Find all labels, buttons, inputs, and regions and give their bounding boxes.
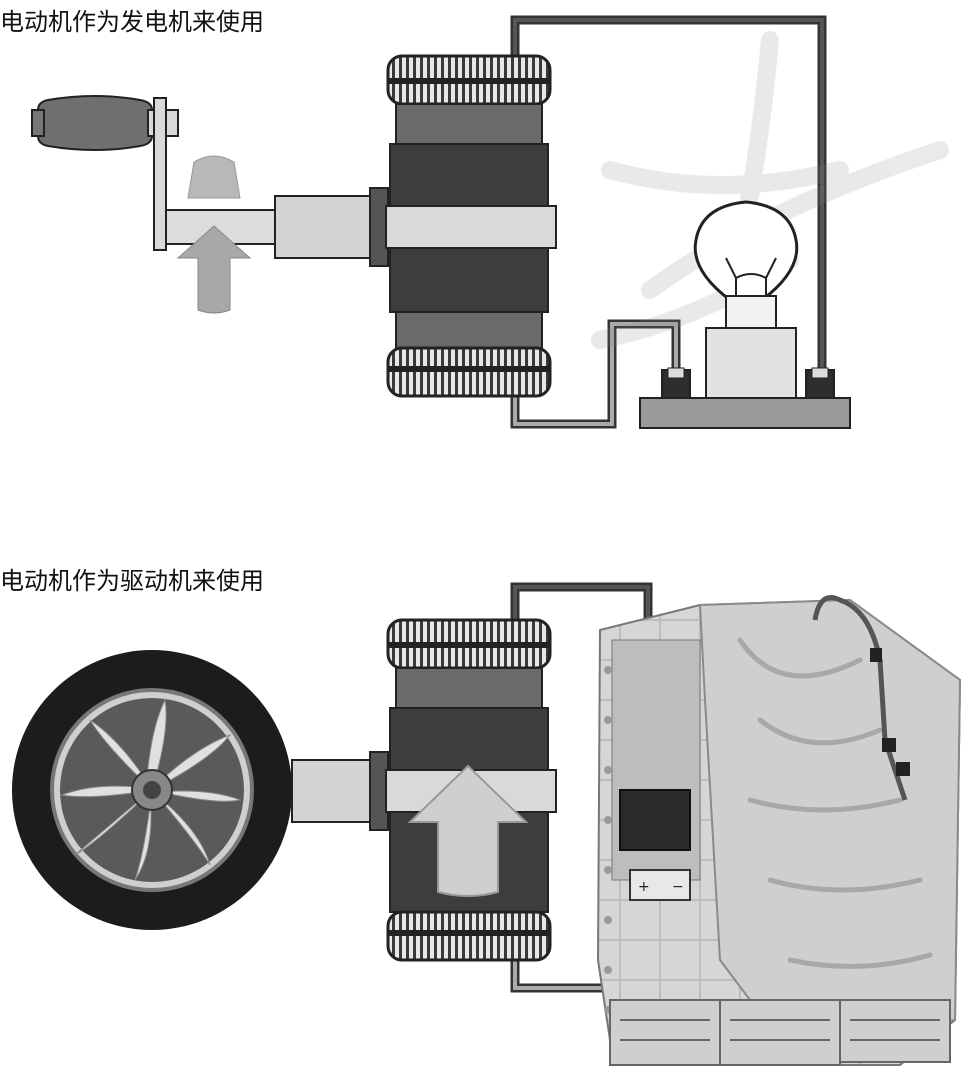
light-bulb bbox=[639, 200, 851, 429]
battery-bottom-tray bbox=[609, 999, 951, 1066]
caption-drive: 电动机作为驱动机来使用 bbox=[0, 567, 264, 595]
electric-motor bbox=[385, 54, 557, 398]
drive-arrow-icon bbox=[407, 764, 529, 897]
drive-diagram: + − bbox=[12, 582, 962, 1066]
electric-motor bbox=[385, 618, 557, 962]
rotation-arrow-icon bbox=[176, 155, 252, 314]
wiring bbox=[510, 15, 827, 429]
caption-generator: 电动机作为发电机来使用 bbox=[0, 8, 264, 36]
generator-diagram bbox=[31, 15, 949, 429]
wheel-spokes bbox=[60, 698, 242, 881]
svg-text:+: + bbox=[638, 879, 650, 895]
drive-shaft bbox=[291, 751, 389, 831]
wheel bbox=[12, 650, 292, 930]
drive-shaft bbox=[165, 187, 389, 267]
battery-pack: + − bbox=[596, 595, 962, 1066]
hand-crank bbox=[31, 95, 179, 251]
svg-text:−: − bbox=[672, 879, 684, 895]
